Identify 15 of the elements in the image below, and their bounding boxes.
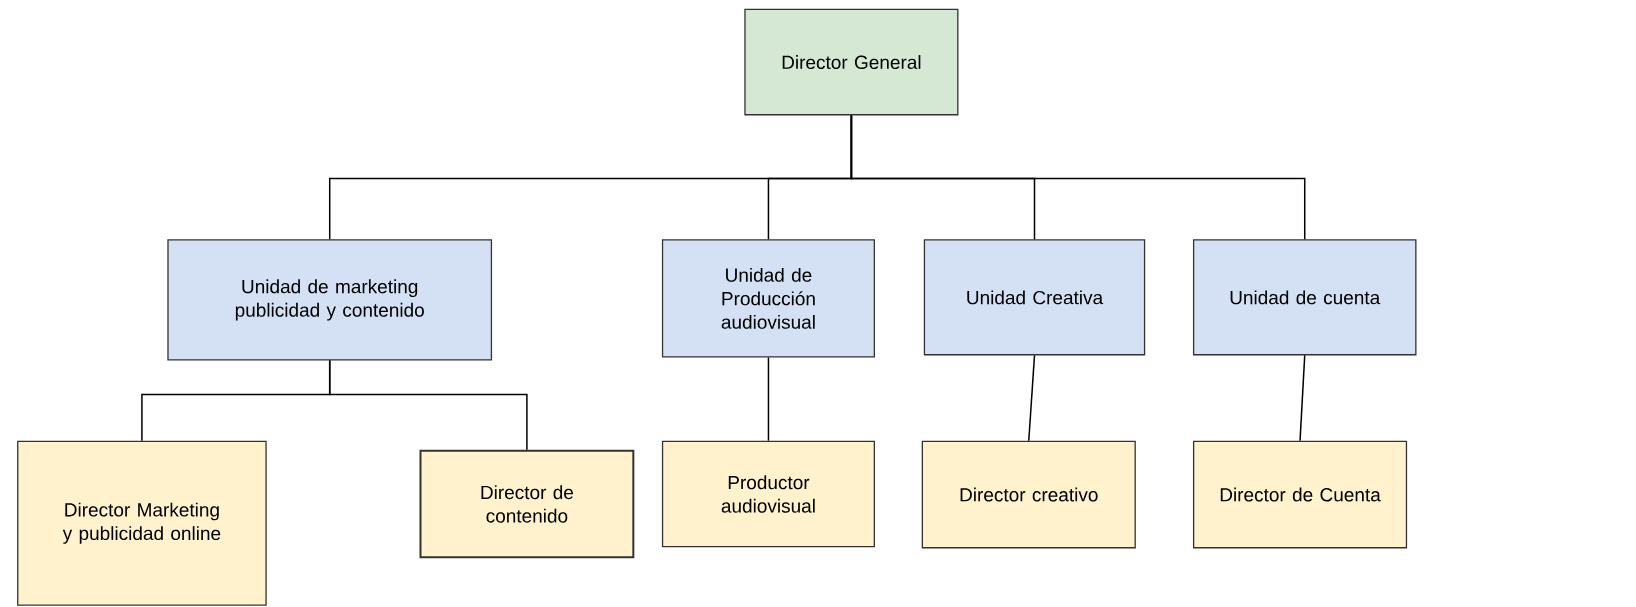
connector: [850, 114, 1306, 241]
director-box: Director General: [744, 8, 959, 116]
connector: [328, 359, 528, 451]
role-box: Director creativo: [921, 440, 1136, 549]
role-box: Director Marketing y publicidad online: [17, 440, 267, 606]
role-box: Director de contenido: [419, 449, 635, 559]
unit-box: Unidad de cuenta: [1192, 239, 1417, 356]
role-box: Director de Cuenta: [1192, 440, 1408, 549]
connector: [1028, 354, 1036, 442]
unit-box: Unidad Creativa: [923, 239, 1146, 356]
unit-box: Unidad de Producción audiovisual: [661, 239, 875, 358]
connector: [1299, 354, 1306, 442]
unit-box: Unidad de marketing publicidad y contenido: [167, 239, 493, 361]
role-box: Productor audiovisual: [661, 440, 875, 548]
connector: [767, 356, 770, 442]
